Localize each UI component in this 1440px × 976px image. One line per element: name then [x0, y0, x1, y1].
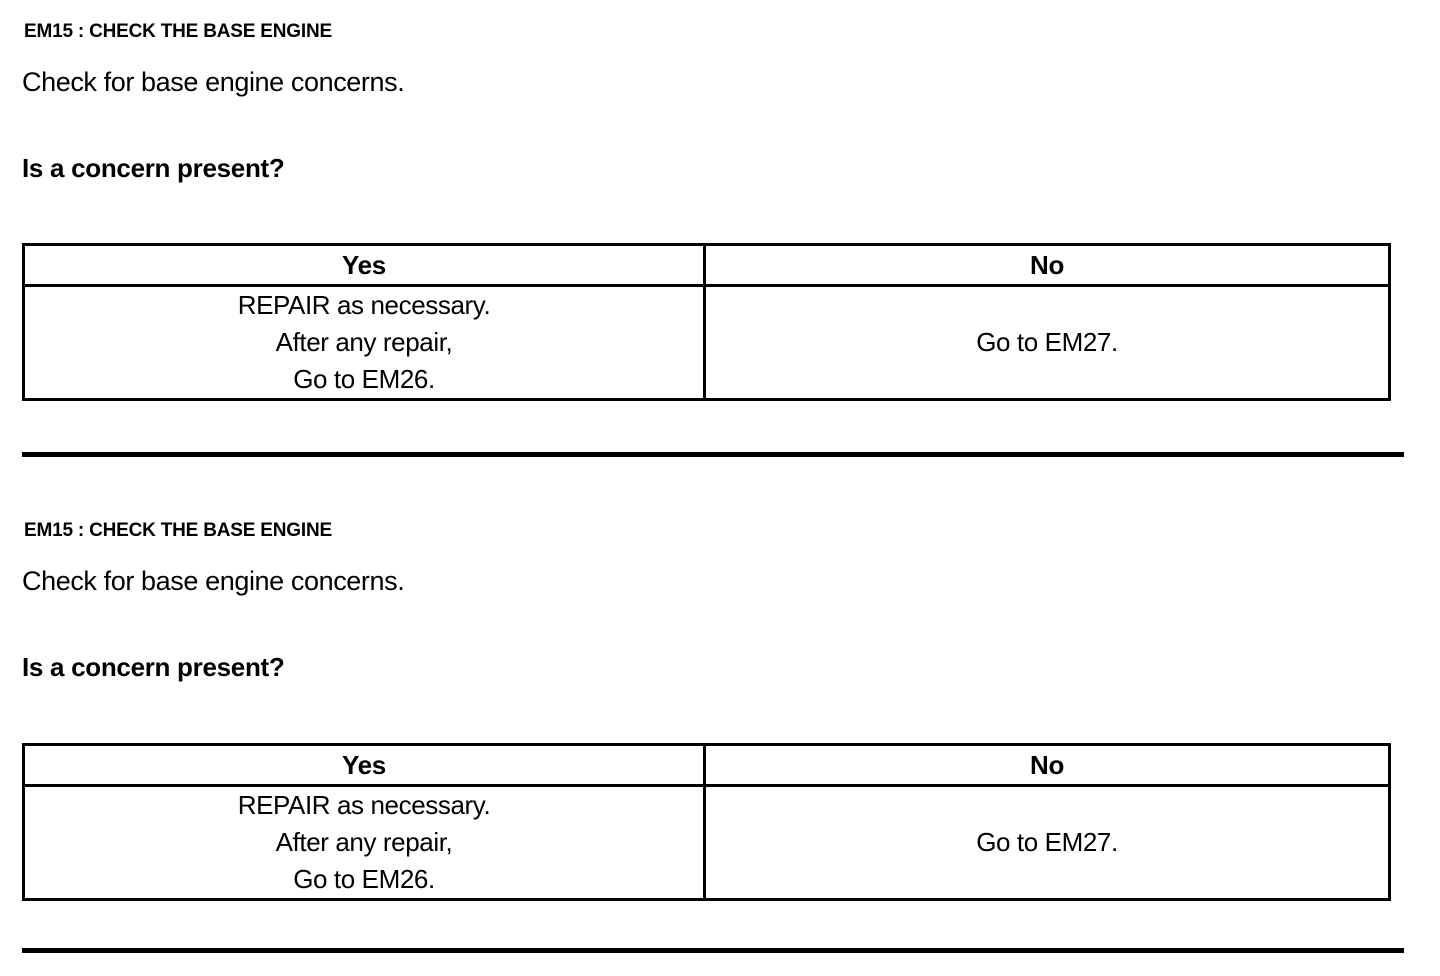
- step-heading: EM15 : CHECK THE BASE ENGINE: [24, 21, 332, 42]
- cell-yes-line-3: Go to EM26.: [293, 864, 435, 894]
- table-header-row: Yes No: [22, 243, 1391, 287]
- section-divider-2: [22, 948, 1404, 953]
- cell-yes-line-3: Go to EM26.: [293, 364, 435, 394]
- cell-no-action: Go to EM27.: [703, 784, 1391, 901]
- section-divider-1: [22, 452, 1404, 457]
- cell-no-line-1: Go to EM27.: [976, 327, 1118, 357]
- table-row: REPAIR as necessary. After any repair, G…: [22, 784, 1391, 901]
- cell-yes-line-1: REPAIR as necessary.: [237, 790, 491, 820]
- step-question: Is a concern present?: [22, 652, 285, 682]
- cell-yes-line-1: REPAIR as necessary.: [237, 290, 491, 320]
- table-row: REPAIR as necessary. After any repair, G…: [22, 284, 1391, 401]
- step-heading: EM15 : CHECK THE BASE ENGINE: [24, 520, 332, 541]
- column-header-yes: Yes: [22, 243, 706, 287]
- cell-yes-line-2: After any repair,: [275, 327, 453, 357]
- result-table: Yes No REPAIR as necessary. After any re…: [22, 243, 1391, 401]
- cell-no-action: Go to EM27.: [703, 284, 1391, 401]
- table-header-row: Yes No: [22, 743, 1391, 787]
- column-header-yes: Yes: [22, 743, 706, 787]
- cell-yes-action: REPAIR as necessary. After any repair, G…: [22, 784, 706, 901]
- result-table: Yes No REPAIR as necessary. After any re…: [22, 743, 1391, 901]
- column-header-no: No: [703, 243, 1391, 287]
- column-header-no: No: [703, 743, 1391, 787]
- step-question: Is a concern present?: [22, 153, 285, 183]
- cell-yes-action: REPAIR as necessary. After any repair, G…: [22, 284, 706, 401]
- cell-no-line-1: Go to EM27.: [976, 827, 1118, 857]
- step-instruction: Check for base engine concerns.: [22, 566, 405, 596]
- cell-yes-line-2: After any repair,: [275, 827, 453, 857]
- step-instruction: Check for base engine concerns.: [22, 67, 405, 97]
